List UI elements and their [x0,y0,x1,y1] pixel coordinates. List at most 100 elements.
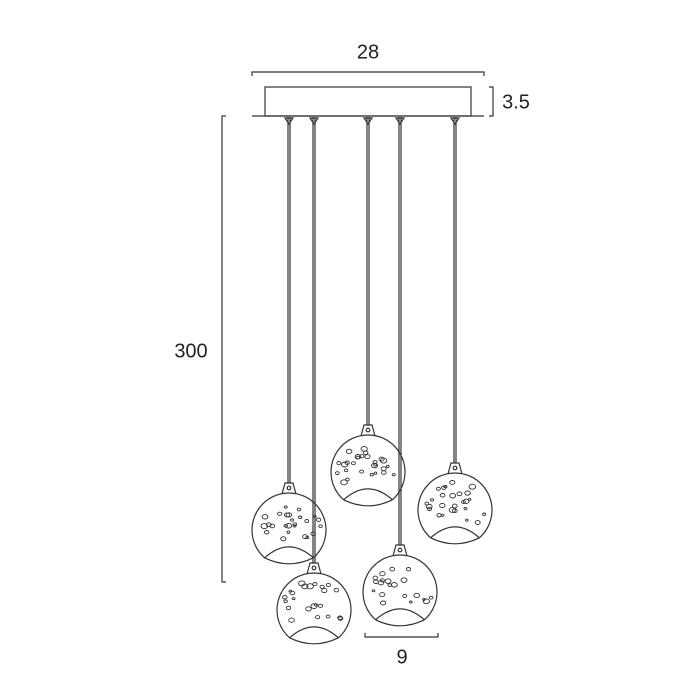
perforation [422,598,430,605]
perforation [439,493,446,498]
perforation [443,484,448,489]
perforation [474,520,481,525]
perforation [337,616,344,621]
perforation [325,582,331,588]
pendant-shade [251,117,327,565]
globe-opening [430,526,480,539]
perforation [302,534,309,539]
perforation [292,522,298,527]
perforation [449,492,457,499]
perforation [387,583,392,587]
perforation [325,614,331,619]
perforation [286,530,291,534]
width-dimension-bracket [251,71,485,76]
perforation [283,599,288,604]
perforation [389,566,396,572]
perforation [321,587,328,594]
perforation [405,567,412,572]
perforation [362,450,369,455]
perforation [289,590,296,596]
perforation [282,594,288,600]
perforation [424,501,430,506]
pendant-shade [330,117,406,507]
perforation [482,512,487,516]
perforation [391,473,396,477]
globe-rim [264,557,314,565]
cap-screw [286,485,292,491]
perforation [426,506,433,512]
perforation [333,587,340,593]
cap-screw [452,465,458,471]
perforation [439,502,446,509]
perforation [391,582,398,588]
perforation [306,583,314,590]
perforation [263,530,270,535]
perforation [341,461,349,468]
perforation [378,456,385,462]
perforation [468,483,477,490]
perforation [430,498,434,502]
globe-opening [343,488,393,501]
cord-grip [283,117,295,126]
shade-diameter-label: 9 [396,646,408,669]
shade-cap [392,544,408,557]
perforation [284,512,291,518]
perforation [355,455,361,460]
globe-opening [264,546,314,559]
perforation [359,454,365,459]
perforation [441,485,447,490]
perforation [409,600,413,604]
perforation [280,536,287,542]
perforation [290,518,295,522]
perforation [385,464,390,468]
perforation [371,589,376,593]
cord-grip [362,117,374,126]
globe-outline [330,434,406,501]
globe-outline [417,472,493,539]
globe-opening [375,608,425,621]
globe-rim [375,619,425,627]
perforation [380,600,387,606]
perforation [380,466,387,472]
perforation [298,580,306,587]
perforation [422,597,426,601]
diameter-dimension-bracket [364,633,439,638]
perforation [261,514,269,520]
perforation [384,578,392,584]
perforation [315,615,321,620]
perforation [265,522,272,528]
perforation [277,511,283,516]
perforation [318,524,323,529]
globe-rim [430,537,480,545]
pendant-shade [276,117,352,645]
perforation [464,490,471,496]
perforation [305,606,312,612]
shade-cap [306,562,322,575]
perforation [463,507,468,511]
perforation [373,579,379,584]
perforation [298,515,303,520]
perforation [285,523,293,529]
pendant-shade [362,117,438,627]
perforation [451,508,458,514]
perforation [315,517,322,522]
perforation [343,468,349,473]
perforation [310,603,318,609]
globe-outline [276,572,352,639]
perforation [377,580,385,586]
perforation [465,518,469,522]
overall-drop-label: 300 [174,340,208,363]
perforation [380,470,387,475]
perforation [456,491,463,497]
perforation [451,503,458,509]
cord-grip [308,117,320,126]
pendant-shade [417,117,493,545]
canopy-width-label: 28 [356,41,380,64]
perforation [345,448,353,455]
perforation [304,519,310,524]
perforation [413,592,421,599]
drop-dimension-line [221,115,226,583]
ceiling-canopy [264,86,472,117]
perforation [292,524,297,528]
